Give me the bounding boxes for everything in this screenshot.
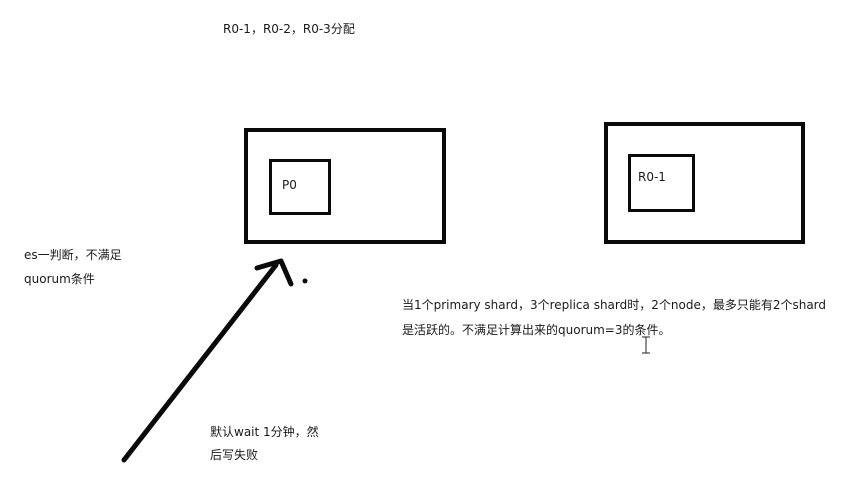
replica-shard-label: R0-1: [638, 170, 666, 184]
node-box-1: P0: [244, 128, 446, 244]
ink-dot: [302, 278, 308, 284]
shard-allocation-label: R0-1，R0-2，R0-3分配: [223, 22, 355, 36]
left-note-line-1: es一判断，不满足: [24, 248, 122, 262]
arrow-head: [254, 258, 294, 287]
bottom-note-line-2: 后写失败: [210, 448, 259, 462]
left-note-line-2: quorum条件: [24, 272, 95, 286]
primary-shard-label: P0: [282, 178, 297, 192]
right-note-line-2: 是活跃的。不满足计算出来的quorum=3的条件。: [402, 323, 671, 337]
arrow-shaft: [121, 262, 279, 463]
node-box-2: R0-1: [604, 122, 805, 244]
primary-shard-box: P0: [269, 159, 331, 215]
right-note-line-1: 当1个primary shard，3个replica shard时，2个node…: [402, 298, 827, 312]
text-cursor-icon: [642, 336, 650, 354]
bottom-note-line-1: 默认wait 1分钟，然: [210, 425, 319, 439]
replica-shard-box: R0-1: [628, 154, 695, 212]
